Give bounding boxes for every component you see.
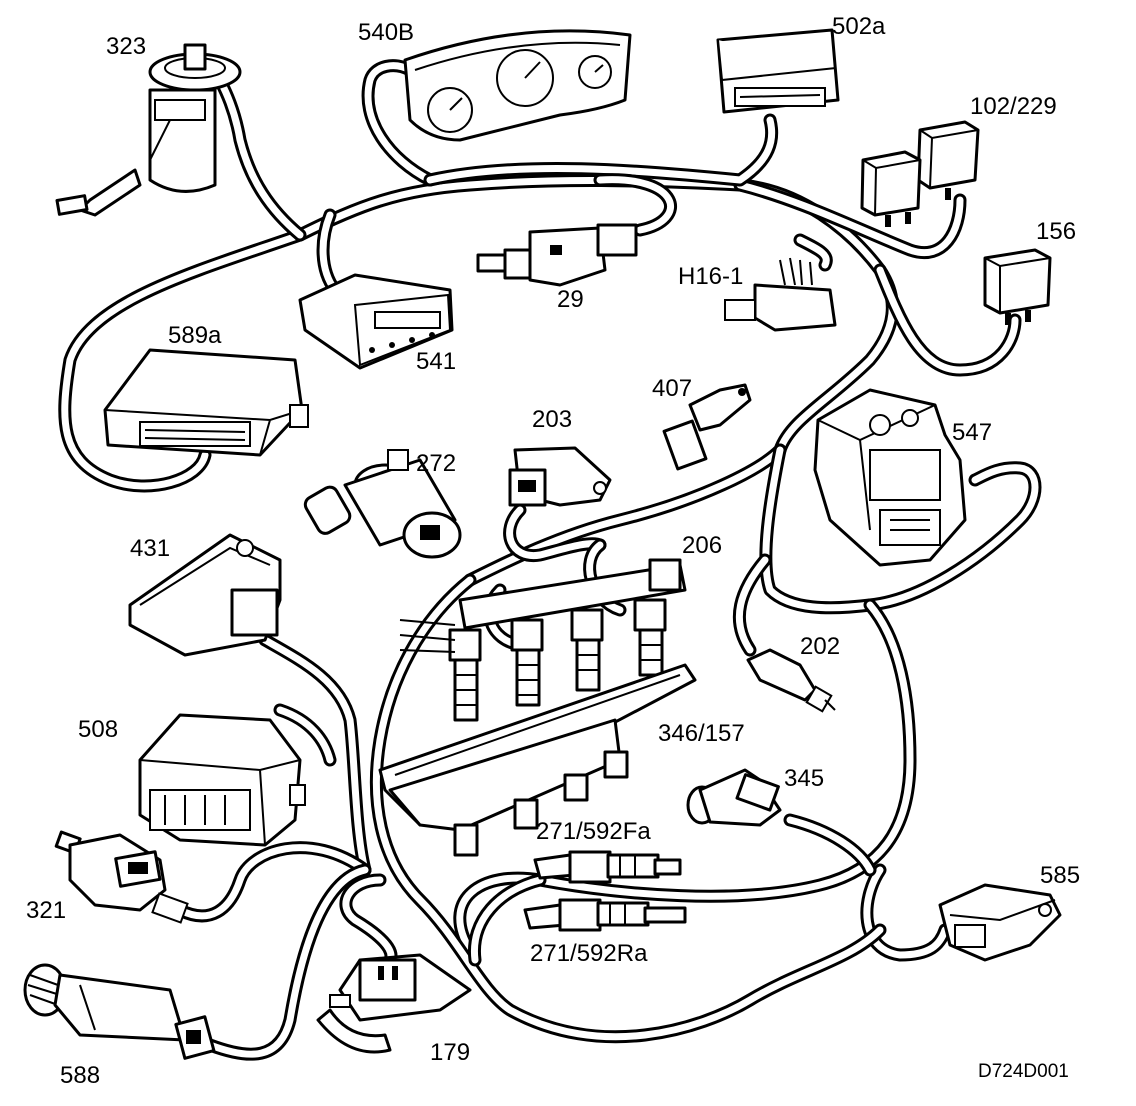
label-323: 323 bbox=[106, 33, 146, 60]
harness-wires bbox=[58, 59, 1042, 1061]
relays-102-229 bbox=[860, 120, 980, 227]
label-102-229: 102/229 bbox=[970, 93, 1057, 120]
connector-H16-1 bbox=[724, 257, 837, 332]
sensor-321 bbox=[54, 830, 189, 924]
label-271-592Fa: 271/592Fa bbox=[536, 818, 651, 845]
label-508: 508 bbox=[78, 716, 118, 743]
label-407: 407 bbox=[652, 375, 692, 402]
crank-sensor-345 bbox=[686, 768, 782, 827]
sensor-407 bbox=[662, 383, 752, 471]
label-589a: 589a bbox=[168, 322, 222, 349]
label-585: 585 bbox=[1040, 862, 1080, 889]
label-156: 156 bbox=[1036, 218, 1076, 245]
label-346-157: 346/157 bbox=[658, 720, 745, 747]
label-202: 202 bbox=[800, 633, 840, 660]
label-345: 345 bbox=[784, 765, 824, 792]
abs-unit-547 bbox=[813, 388, 967, 567]
ignition-coil-346-157 bbox=[378, 663, 697, 857]
pressure-sensor-431 bbox=[128, 533, 282, 657]
label-29: 29 bbox=[557, 286, 584, 313]
label-431: 431 bbox=[130, 535, 170, 562]
label-588: 588 bbox=[60, 1062, 100, 1089]
valve-179 bbox=[316, 953, 472, 1054]
lambda-sensor-271-592Fa bbox=[533, 850, 682, 884]
connector-585 bbox=[938, 883, 1062, 962]
diagram-reference: D724D001 bbox=[978, 1061, 1069, 1082]
label-547: 547 bbox=[952, 419, 992, 446]
ecu-589a bbox=[103, 348, 309, 457]
label-271-592Ra: 271/592Ra bbox=[530, 940, 648, 967]
instrument-cluster-540B bbox=[403, 29, 632, 142]
label-321: 321 bbox=[26, 897, 66, 924]
label-502a: 502a bbox=[832, 13, 886, 40]
component-labels: 323 540B 502a 102/229 156 29 H16-1 541 5… bbox=[26, 13, 1080, 1089]
relay-156 bbox=[983, 248, 1052, 325]
module-508 bbox=[138, 713, 306, 847]
label-179: 179 bbox=[430, 1039, 470, 1066]
lambda-sensor-271-592Ra bbox=[523, 898, 687, 932]
label-H16-1: H16-1 bbox=[678, 263, 743, 290]
brake-switch-29 bbox=[476, 223, 638, 287]
display-541 bbox=[298, 273, 454, 370]
label-541: 541 bbox=[416, 348, 456, 375]
label-272: 272 bbox=[416, 450, 456, 477]
sensor-202 bbox=[746, 648, 836, 713]
sensor-203 bbox=[508, 446, 612, 507]
label-203: 203 bbox=[532, 406, 572, 433]
fuel-rail-injectors-206 bbox=[399, 558, 687, 722]
label-540B: 540B bbox=[358, 19, 414, 46]
sensor-588 bbox=[23, 963, 216, 1060]
fuel-pump-323 bbox=[55, 43, 242, 217]
idle-valve-272 bbox=[303, 449, 462, 559]
control-unit-502a bbox=[716, 28, 840, 114]
label-206: 206 bbox=[682, 532, 722, 559]
